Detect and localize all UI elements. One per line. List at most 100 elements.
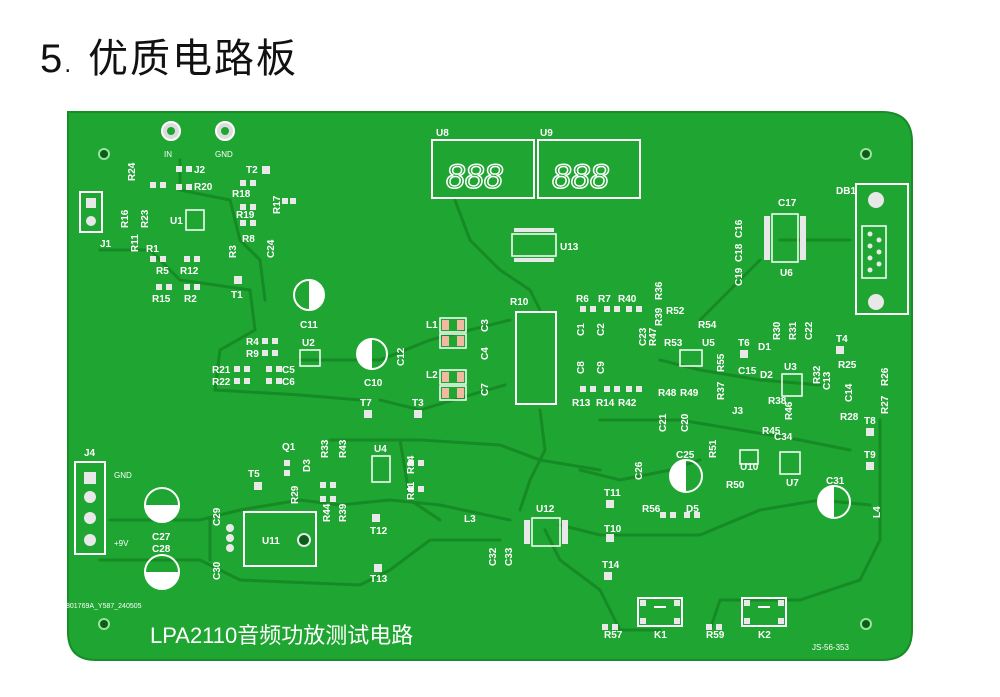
svg-text:D5: D5 (686, 504, 699, 515)
svg-text:R11: R11 (130, 234, 141, 252)
svg-text:R5: R5 (156, 266, 169, 277)
u11-label: U11 (262, 536, 280, 547)
svg-text:R6: R6 (576, 294, 589, 305)
svg-text:R42: R42 (618, 398, 637, 409)
svg-text:R39: R39 (338, 503, 349, 522)
svg-text:R24: R24 (127, 162, 138, 181)
cap-c11: C11 (293, 279, 325, 331)
svg-text:R16: R16 (120, 209, 131, 228)
svg-text:R37: R37 (716, 381, 727, 400)
svg-text:R20: R20 (194, 182, 213, 193)
svg-text:C17: C17 (778, 198, 797, 209)
svg-text:D3: D3 (302, 459, 313, 472)
in-label: IN (164, 150, 172, 159)
svg-text:C20: C20 (680, 413, 691, 432)
ic-u10: U10 (739, 449, 759, 473)
svg-text:T1: T1 (231, 290, 243, 301)
svg-text:L1: L1 (426, 320, 438, 331)
svg-text:U6: U6 (780, 268, 793, 279)
input-terminals: IN GND (161, 121, 235, 159)
svg-text:R1: R1 (146, 244, 159, 255)
inductor-l1b (439, 333, 467, 349)
svg-text:C15: C15 (738, 366, 757, 377)
resistor-r10: R10 (510, 297, 557, 405)
svg-text:R53: R53 (664, 338, 683, 349)
svg-text:C8: C8 (576, 361, 587, 374)
j1-label: J1 (100, 239, 112, 250)
test-points: T2 T1 T7 T3 T5 T12 T13 T11 T10 T14 T6 T4… (231, 165, 876, 585)
pcb-board (67, 111, 913, 661)
svg-text:C33: C33 (504, 547, 515, 566)
cap-c27: C27 (144, 487, 180, 543)
svg-text:C27: C27 (152, 532, 171, 543)
svg-text:T5: T5 (248, 469, 260, 480)
switch-k2: K2 (741, 597, 787, 641)
svg-text:R30: R30 (772, 321, 783, 340)
svg-text:R50: R50 (726, 480, 745, 491)
svg-text:C4: C4 (480, 347, 491, 360)
svg-text:C1: C1 (576, 323, 587, 336)
ic-u13: U13 (511, 228, 579, 262)
ic-u12: U12 (524, 504, 568, 547)
svg-text:R34: R34 (406, 455, 417, 474)
svg-text:R19: R19 (236, 210, 255, 221)
svg-text:R8: R8 (242, 234, 255, 245)
heading-title: 优质电路板 (87, 36, 298, 82)
svg-text:J2: J2 (194, 165, 206, 176)
svg-text:U4: U4 (374, 444, 387, 455)
svg-text:888: 888 (552, 158, 609, 196)
svg-text:C19: C19 (734, 267, 745, 286)
svg-text:C28: C28 (152, 544, 171, 555)
svg-text:R13: R13 (572, 398, 591, 409)
svg-text:R18: R18 (232, 189, 251, 200)
ic-u2: U2 (299, 338, 321, 367)
connector-j4: J4 GND +9V (74, 448, 132, 555)
svg-text:Q1: Q1 (282, 442, 296, 453)
ic-u1: U1 (170, 209, 205, 231)
svg-text:C18: C18 (734, 243, 745, 262)
gnd-top-label: GND (215, 150, 233, 159)
display-u9: 888 U9 (537, 128, 641, 199)
page-heading: 5. 优质电路板 (40, 26, 298, 84)
svg-text:R17: R17 (272, 195, 283, 214)
svg-text:C11: C11 (300, 320, 318, 331)
cap-c28: C28 (144, 544, 180, 590)
svg-text:T11: T11 (604, 488, 621, 499)
svg-text:C23: C23 (638, 327, 649, 346)
svg-text:C6: C6 (282, 377, 295, 388)
cap-c31: C31 (817, 476, 851, 519)
plus9v-label: +9V (114, 539, 129, 548)
svg-text:R39: R39 (654, 307, 665, 326)
svg-text:R55: R55 (716, 353, 727, 372)
svg-text:R46: R46 (784, 401, 795, 420)
svg-text:R57: R57 (604, 630, 623, 641)
svg-text:C29: C29 (212, 507, 223, 526)
svg-text:C24: C24 (266, 239, 277, 258)
svg-text:C5: C5 (282, 365, 295, 376)
u8-label: U8 (436, 128, 449, 139)
svg-text:R32: R32 (812, 365, 823, 384)
svg-text:R29: R29 (290, 485, 301, 504)
svg-text:U2: U2 (302, 338, 315, 349)
svg-text:U5: U5 (702, 338, 715, 349)
u9-label: U9 (540, 128, 553, 139)
svg-text:U3: U3 (784, 362, 797, 373)
smd-pads (150, 166, 722, 630)
svg-text:U7: U7 (786, 478, 799, 489)
svg-text:T2: T2 (246, 165, 258, 176)
svg-text:R21: R21 (212, 365, 231, 376)
svg-text:C25: C25 (676, 450, 695, 461)
svg-text:C12: C12 (396, 347, 407, 366)
svg-text:C3: C3 (480, 319, 491, 332)
mounting-holes (98, 148, 872, 630)
electrolytic-capacitors: C11 C10 C27 C28 C25 C31 (144, 279, 851, 590)
switch-k1: K1 (637, 597, 683, 641)
svg-text:T10: T10 (604, 524, 622, 535)
svg-text:R4: R4 (246, 337, 259, 348)
svg-text:C22: C22 (804, 321, 815, 340)
svg-text:R23: R23 (140, 209, 151, 228)
svg-text:R25: R25 (838, 360, 857, 371)
svg-text:C31: C31 (826, 476, 845, 487)
inductor-l2: L2 (426, 369, 467, 385)
